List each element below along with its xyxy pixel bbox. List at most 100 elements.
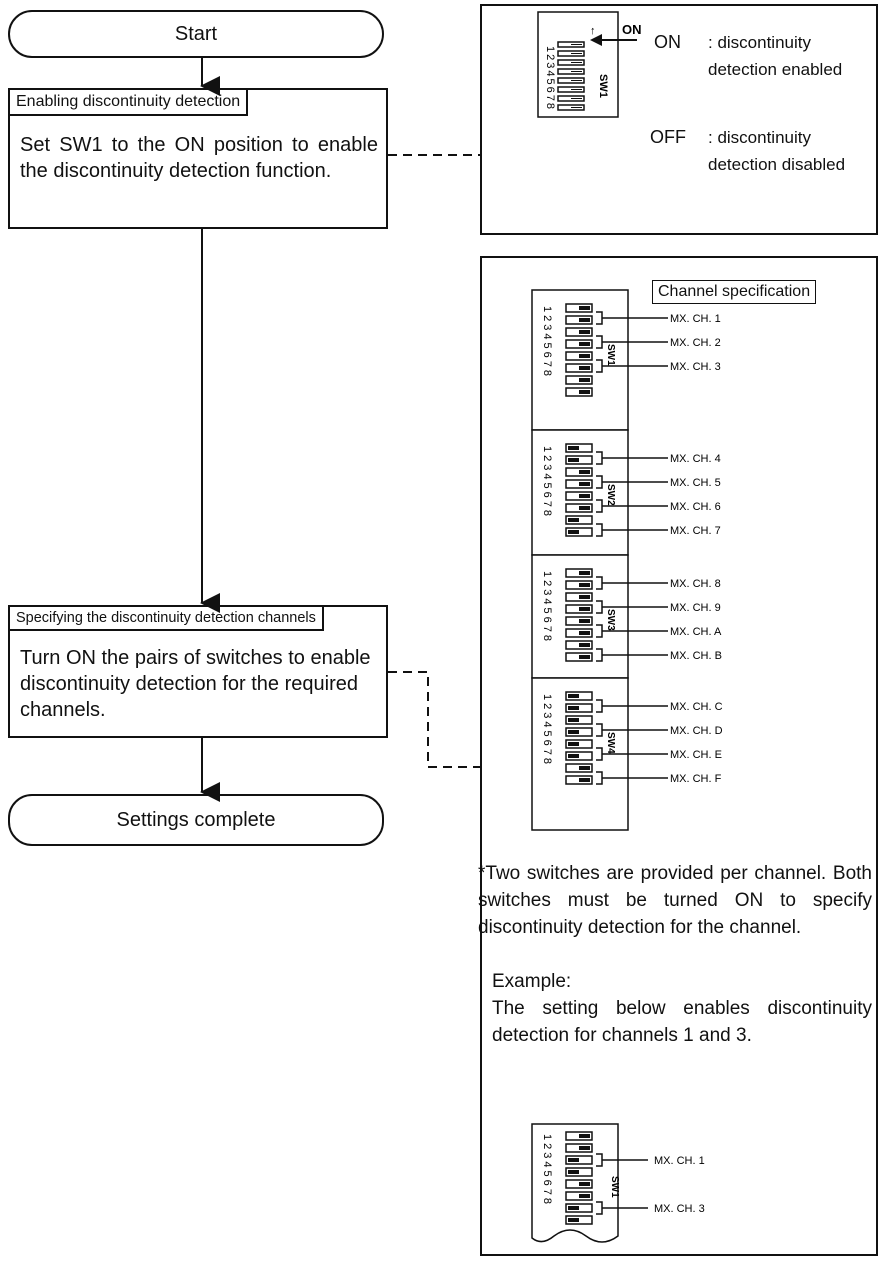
end-label: Settings complete xyxy=(116,808,276,831)
channel-label: MX. CH. 4 xyxy=(670,453,721,465)
sw1-panel: ON ↑ 12345678 SW1 ON : discontinuity det… xyxy=(480,4,878,235)
switch-numbers: 12345678 xyxy=(541,446,553,519)
dip-toggle-2 xyxy=(565,1143,593,1153)
example-channel-label: MX. CH. 3 xyxy=(654,1203,705,1215)
start-terminal: Start xyxy=(8,10,384,58)
dip-toggle-4 xyxy=(565,479,593,489)
dip-toggle-7 xyxy=(565,515,593,525)
dip-toggle-7 xyxy=(565,375,593,385)
example-channel-label: MX. CH. 1 xyxy=(654,1155,705,1167)
channel-label: MX. CH. D xyxy=(670,725,723,737)
step-specify-channels: Specifying the discontinuity detection c… xyxy=(8,605,388,738)
sw1-dip-switch-icon: ON ↑ 12345678 SW1 xyxy=(537,11,642,118)
dip-toggle-6 xyxy=(565,751,593,761)
example-label: Example: xyxy=(492,971,572,992)
dip-toggle-8 xyxy=(565,652,593,662)
dip-toggle-6 xyxy=(565,503,593,513)
dip-toggle-5 xyxy=(565,1179,593,1189)
dip-toggle-8 xyxy=(565,387,593,397)
dip-toggle-4 xyxy=(565,339,593,349)
dip-toggle-1 xyxy=(557,41,585,48)
channel-label: MX. CH. C xyxy=(670,701,723,713)
dip-toggle-2 xyxy=(565,580,593,590)
channel-label: MX. CH. 1 xyxy=(670,313,721,325)
off-label: OFF xyxy=(650,127,686,147)
channel-label: MX. CH. 9 xyxy=(670,602,721,614)
dip-toggle-6 xyxy=(565,628,593,638)
sw1-name: SW1 xyxy=(597,74,609,98)
off-description: : discontinuity detection disabled xyxy=(708,128,846,174)
svg-text:12345678: 12345678 xyxy=(541,1134,553,1207)
sw1-numbers: 12345678 xyxy=(544,46,556,111)
channel-label: MX. CH. E xyxy=(670,749,722,761)
dip-toggle-2 xyxy=(565,315,593,325)
channel-label: MX. CH. 3 xyxy=(670,361,721,373)
dip-toggle-8 xyxy=(557,104,585,111)
dip-toggle-5 xyxy=(565,351,593,361)
dip-toggle-3 xyxy=(557,59,585,66)
channel-label: MX. CH. B xyxy=(670,650,722,662)
dip-toggle-2 xyxy=(557,50,585,57)
dip-toggle-1 xyxy=(565,303,593,313)
switch-numbers: 12345678 xyxy=(541,306,553,379)
dashed-link-panel2 xyxy=(388,671,480,768)
dip-toggle-8 xyxy=(565,527,593,537)
dip-toggle-3 xyxy=(565,592,593,602)
sw1-toggles xyxy=(557,41,585,111)
switch-name: SW3 xyxy=(605,609,616,631)
dip-toggle-6 xyxy=(565,363,593,373)
dip-toggle-8 xyxy=(565,1215,593,1225)
dip-toggle-4 xyxy=(565,1167,593,1177)
dip-toggle-4 xyxy=(565,727,593,737)
channel-label: MX. CH. 5 xyxy=(670,477,721,489)
dip-toggle-5 xyxy=(565,616,593,626)
dip-toggle-2 xyxy=(565,703,593,713)
svg-text:↑: ↑ xyxy=(590,25,596,37)
switch-numbers: 12345678 xyxy=(541,694,553,767)
on-description: : discontinuity detection enabled xyxy=(708,33,843,79)
dip-toggle-3 xyxy=(565,467,593,477)
dip-toggle-1 xyxy=(565,691,593,701)
channel-label: MX. CH. 6 xyxy=(670,501,721,513)
dip-toggle-3 xyxy=(565,327,593,337)
dip-toggle-1 xyxy=(565,443,593,453)
dip-toggle-3 xyxy=(565,1155,593,1165)
dip-toggle-5 xyxy=(557,77,585,84)
svg-text:SW1: SW1 xyxy=(609,1176,620,1198)
channel-label: MX. CH. 8 xyxy=(670,578,721,590)
on-label: ON xyxy=(654,32,681,52)
dip-toggle-6 xyxy=(557,86,585,93)
dip-toggle-7 xyxy=(565,1203,593,1213)
dip-toggle-7 xyxy=(565,640,593,650)
dip-toggle-1 xyxy=(565,1131,593,1141)
switch-name: SW2 xyxy=(605,484,616,506)
switch-name: SW4 xyxy=(605,732,616,754)
dip-toggle-8 xyxy=(565,775,593,785)
step-specify-title: Specifying the discontinuity detection c… xyxy=(8,605,324,631)
step-specify-body: Turn ON the pairs of switches to enable … xyxy=(20,647,371,721)
example-text: The setting below enables discontinuity … xyxy=(492,998,872,1046)
dip-toggle-3 xyxy=(565,715,593,725)
channel-label: MX. CH. A xyxy=(670,626,722,638)
dip-toggle-7 xyxy=(565,763,593,773)
switch-numbers: 12345678 xyxy=(541,571,553,644)
channel-label: MX. CH. 2 xyxy=(670,337,721,349)
dip-toggle-6 xyxy=(565,1191,593,1201)
on-mark: ON xyxy=(622,22,642,37)
dip-toggle-5 xyxy=(565,491,593,501)
channel-label: MX. CH. 7 xyxy=(670,525,721,537)
channel-spec-heading: Channel specification xyxy=(652,280,817,304)
switch-name: SW1 xyxy=(605,344,616,366)
dip-toggle-4 xyxy=(565,604,593,614)
dip-toggle-4 xyxy=(557,68,585,75)
note-text: *Two switches are provided per channel. … xyxy=(478,863,872,938)
dip-toggle-7 xyxy=(557,95,585,102)
